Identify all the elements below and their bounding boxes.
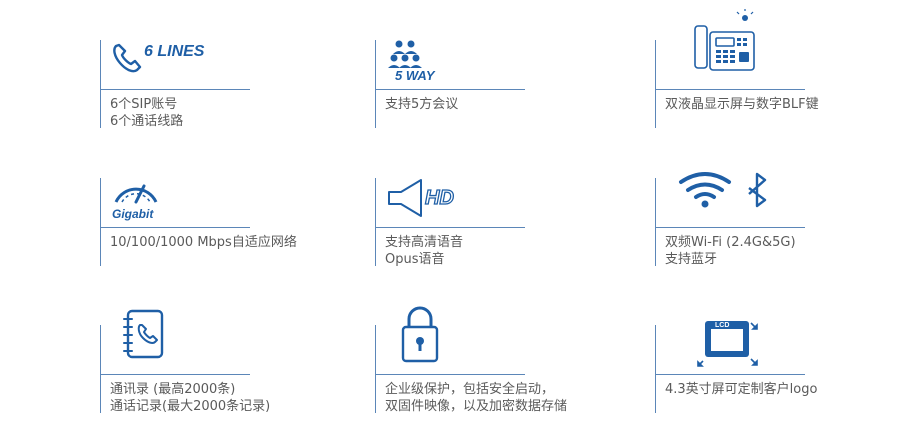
feature-line: 10/100/1000 Mbps自适应网络 <box>110 235 297 250</box>
icon-text: 6 LINES <box>144 43 205 60</box>
feature-wireless: 双频Wi-Fi (2.4G&5G) 支持蓝牙 <box>655 172 900 293</box>
feature-line: 企业级保护，包括安全启动， <box>385 382 555 397</box>
divider-vertical <box>655 178 656 266</box>
divider-horizontal <box>100 89 250 90</box>
wifi-bluetooth-icon <box>665 172 785 226</box>
desk-phone-icon <box>665 9 785 88</box>
divider-horizontal <box>655 374 805 375</box>
feature-line: 4.3英寸屏可定制客户logo <box>665 382 818 397</box>
feature-conference: 5 WAY 支持5方会议 <box>375 40 655 155</box>
feature-line: 双频Wi-Fi (2.4G&5G) <box>665 235 796 250</box>
divider-vertical <box>375 325 376 413</box>
icon-text: HD <box>425 187 454 209</box>
feature-lines: 6 LINES 6个SIP账号 6个通话线路 <box>100 40 380 155</box>
feature-text: 6个SIP账号 6个通话线路 <box>110 96 183 130</box>
feature-text: 双频Wi-Fi (2.4G&5G) 支持蓝牙 <box>665 234 796 268</box>
feature-phonebook: 通讯录 (最高2000条) 通话记录(最大2000条记录) <box>100 309 380 440</box>
gigabit-icon: Gigabit <box>110 178 230 226</box>
phone-lines-icon: 6 LINES <box>110 40 230 88</box>
feature-text: 通讯录 (最高2000条) 通话记录(最大2000条记录) <box>110 381 270 415</box>
feature-text: 企业级保护，包括安全启动， 双固件映像，以及加密数据存储 <box>385 381 567 415</box>
divider-vertical <box>100 40 101 128</box>
icon-text: LCD <box>715 322 729 329</box>
feature-line: 双液晶显示屏与数字BLF键 <box>665 97 819 112</box>
feature-text: 双液晶显示屏与数字BLF键 <box>665 96 819 113</box>
feature-line: 支持蓝牙 <box>665 252 718 267</box>
lcd-screen-icon: LCD <box>665 321 785 373</box>
feature-line: Opus语音 <box>385 252 445 267</box>
divider-vertical <box>100 325 101 413</box>
phonebook-icon <box>110 309 230 373</box>
icon-text: Gigabit <box>112 207 154 221</box>
feature-line: 6个SIP账号 <box>110 97 178 112</box>
divider-horizontal <box>100 227 250 228</box>
feature-display: 双液晶显示屏与数字BLF键 <box>655 9 900 155</box>
divider-vertical <box>375 178 376 266</box>
feature-text: 支持5方会议 <box>385 96 458 113</box>
divider-horizontal <box>100 374 250 375</box>
feature-line: 支持5方会议 <box>385 97 459 112</box>
feature-text: 4.3英寸屏可定制客户logo <box>665 381 817 398</box>
feature-gigabit: Gigabit 10/100/1000 Mbps自适应网络 <box>100 178 380 293</box>
conference-icon: 5 WAY <box>385 40 505 88</box>
divider-horizontal <box>655 227 805 228</box>
divider-vertical <box>655 40 656 128</box>
feature-text: 10/100/1000 Mbps自适应网络 <box>110 234 297 251</box>
feature-hd: HD 支持高清语音 Opus语音 <box>375 178 655 293</box>
feature-security: 企业级保护，包括安全启动， 双固件映像，以及加密数据存储 <box>375 306 655 440</box>
divider-horizontal <box>655 89 805 90</box>
divider-horizontal <box>375 89 525 90</box>
feature-lcd: LCD 4.3英寸屏可定制客户logo <box>655 321 900 440</box>
feature-line: 支持高清语音 <box>385 235 464 250</box>
icon-text: 5 WAY <box>395 68 436 83</box>
feature-line: 通讯录 (最高2000条) <box>110 382 236 397</box>
feature-line: 双固件映像，以及加密数据存储 <box>385 399 568 414</box>
feature-line: 6个通话线路 <box>110 114 184 129</box>
feature-line: 通话记录(最大2000条记录) <box>110 399 271 414</box>
lock-icon <box>385 306 505 373</box>
hd-voice-icon: HD <box>385 178 505 226</box>
divider-horizontal <box>375 374 525 375</box>
divider-vertical <box>655 325 656 413</box>
divider-vertical <box>375 40 376 128</box>
divider-vertical <box>100 178 101 266</box>
feature-text: 支持高清语音 Opus语音 <box>385 234 463 268</box>
divider-horizontal <box>375 227 525 228</box>
